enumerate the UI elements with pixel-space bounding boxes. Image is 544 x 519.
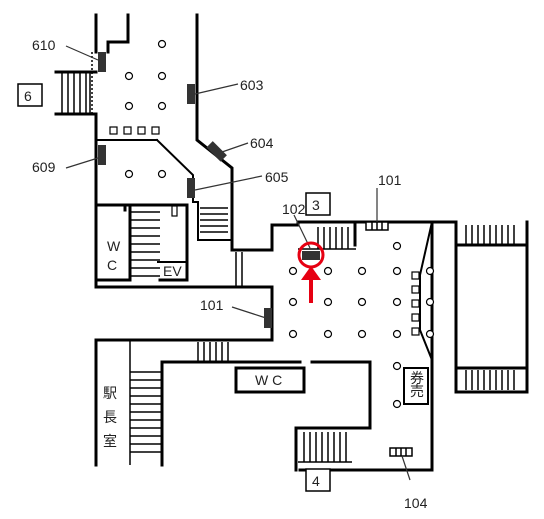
stairs <box>61 72 515 465</box>
locker-610[interactable] <box>98 52 106 72</box>
wc-left-w: W <box>107 238 121 254</box>
station-master-1: 駅 <box>103 386 117 402</box>
wc-center-label: W C <box>255 372 282 388</box>
stairs-right-top <box>465 225 515 244</box>
label-610: 610 <box>32 37 56 53</box>
highlight-marker <box>297 241 325 303</box>
facility-labels: W C EV W C 駅 長 室 券 売 <box>103 238 424 450</box>
label-603: 603 <box>240 77 264 93</box>
label-604: 604 <box>250 135 274 151</box>
locker-605[interactable] <box>187 178 195 198</box>
ev-label: EV <box>163 263 182 279</box>
stairs-center-left <box>200 207 228 233</box>
exit-6: 6 <box>17 83 43 107</box>
stairs-exit-4 <box>298 432 352 463</box>
exit-3: 3 <box>305 192 331 216</box>
stairs-left-lower <box>129 340 162 465</box>
gate-104-bottom <box>389 447 413 457</box>
label-609: 609 <box>32 159 56 175</box>
locker-101-left[interactable] <box>264 308 272 328</box>
lockers <box>98 52 320 328</box>
walls <box>54 13 529 472</box>
stairs-right-bottom <box>465 370 515 390</box>
highlight-arrow-head <box>301 266 321 280</box>
label-101-top: 101 <box>378 172 402 188</box>
station-master-3: 室 <box>103 433 117 450</box>
pillars <box>124 39 435 409</box>
locker-102[interactable] <box>302 251 320 260</box>
exit-4: 4 <box>305 468 331 492</box>
ticket-label-1: 券 <box>410 371 424 387</box>
columns <box>109 126 420 336</box>
stairs-exit-6 <box>61 72 91 114</box>
label-101-left: 101 <box>200 297 224 313</box>
stairs-connector <box>235 252 243 286</box>
stairs-center <box>197 342 229 362</box>
leader-lines <box>65 45 411 481</box>
label-104: 104 <box>404 495 428 511</box>
locker-603[interactable] <box>187 84 195 104</box>
stairs-exit-3 <box>298 227 356 250</box>
gate-101-top <box>365 221 389 231</box>
station-master-2: 長 <box>103 410 117 426</box>
svg-text:6: 6 <box>24 88 32 104</box>
label-102: 102 <box>282 201 306 217</box>
svg-text:4: 4 <box>312 473 320 489</box>
wc-left-c: C <box>107 257 117 273</box>
ticket-label-2: 売 <box>410 384 424 400</box>
label-605: 605 <box>265 169 289 185</box>
svg-text:3: 3 <box>312 197 320 213</box>
locker-609[interactable] <box>98 145 106 165</box>
labels: 610 603 604 609 605 102 101 101 104 <box>32 37 428 511</box>
right-room-edge <box>419 221 433 361</box>
stairs-left-vertical <box>130 211 160 277</box>
locker-604[interactable] <box>206 141 227 162</box>
